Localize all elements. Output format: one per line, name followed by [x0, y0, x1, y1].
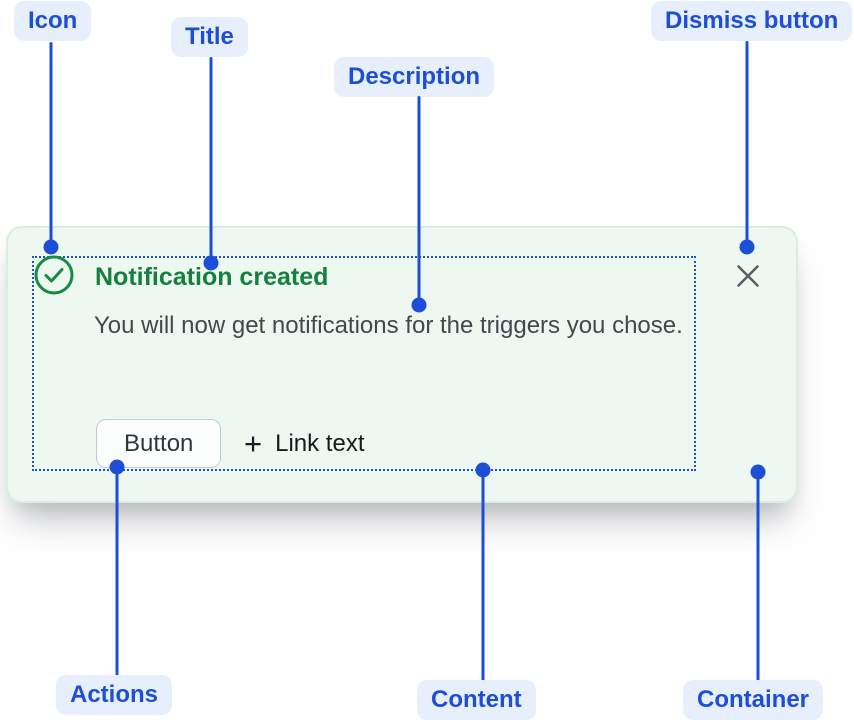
callout-title-dot — [203, 255, 219, 271]
callout-description-line — [417, 96, 421, 305]
callout-dismiss-line — [745, 41, 749, 247]
content-region-outline — [32, 256, 696, 471]
callout-title-line — [209, 57, 213, 263]
callout-icon-line — [49, 42, 53, 247]
plus-icon: + — [244, 426, 263, 461]
callout-container-label: Container — [683, 680, 824, 720]
toast-action-button-label: Button — [124, 429, 194, 457]
callout-dismiss-dot — [739, 239, 755, 255]
callout-content-label: Content — [417, 680, 536, 720]
toast-action-button[interactable]: Button — [96, 419, 222, 468]
callout-description-dot — [411, 297, 427, 313]
toast-description: You will now get notifications for the t… — [94, 312, 683, 339]
toast-action-link-label: Link text — [275, 429, 365, 457]
check-circle-icon — [33, 254, 75, 296]
dismiss-button[interactable] — [726, 255, 770, 299]
callout-dismiss-label: Dismiss button — [651, 1, 853, 41]
callout-title-label: Title — [171, 17, 248, 57]
callout-icon-label: Icon — [14, 1, 92, 41]
close-icon — [735, 263, 761, 292]
callout-container-line — [756, 472, 760, 682]
toast-action-link[interactable]: + Link text — [244, 419, 365, 468]
callout-actions-line — [115, 467, 119, 676]
callout-content-line — [481, 470, 485, 682]
callout-actions-label: Actions — [56, 675, 173, 715]
callout-icon-dot — [43, 239, 59, 255]
callout-description-label: Description — [334, 57, 495, 97]
